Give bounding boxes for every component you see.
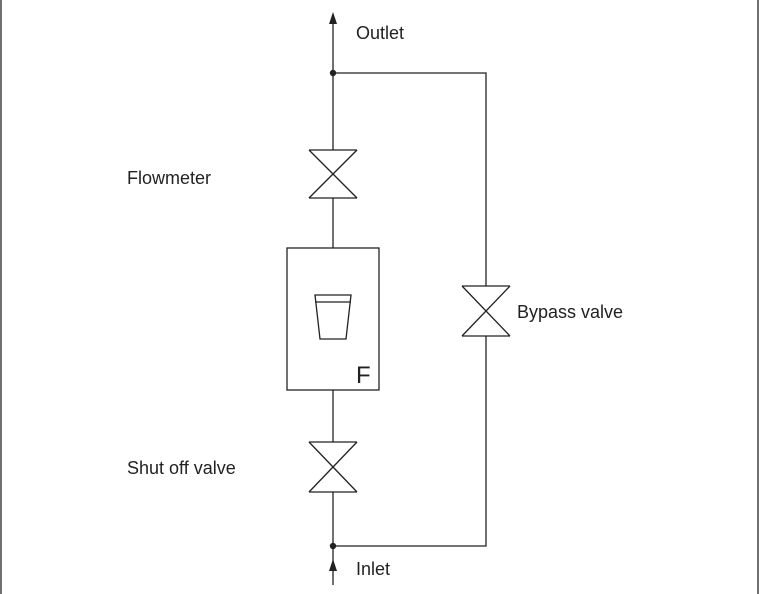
inlet-label: Inlet bbox=[356, 559, 390, 579]
shut-off-valve-symbol bbox=[308, 441, 358, 493]
filter-cup-icon bbox=[314, 294, 352, 340]
bypass-valve-label: Bypass valve bbox=[517, 302, 623, 322]
outlet-arrow-icon bbox=[329, 12, 337, 24]
bypass-pipe-top bbox=[333, 72, 487, 286]
filter-mark-label: F bbox=[356, 362, 371, 389]
inlet-arrow-icon bbox=[329, 559, 337, 571]
bypass-valve-symbol bbox=[461, 285, 511, 337]
bypass-pipe-bottom bbox=[333, 336, 487, 547]
shut-off-valve-label: Shut off valve bbox=[127, 458, 236, 478]
outlet-label: Outlet bbox=[356, 23, 404, 43]
flowmeter-valve-symbol bbox=[308, 149, 358, 199]
filter-housing-box bbox=[286, 247, 380, 391]
flowmeter-label: Flowmeter bbox=[127, 168, 211, 188]
